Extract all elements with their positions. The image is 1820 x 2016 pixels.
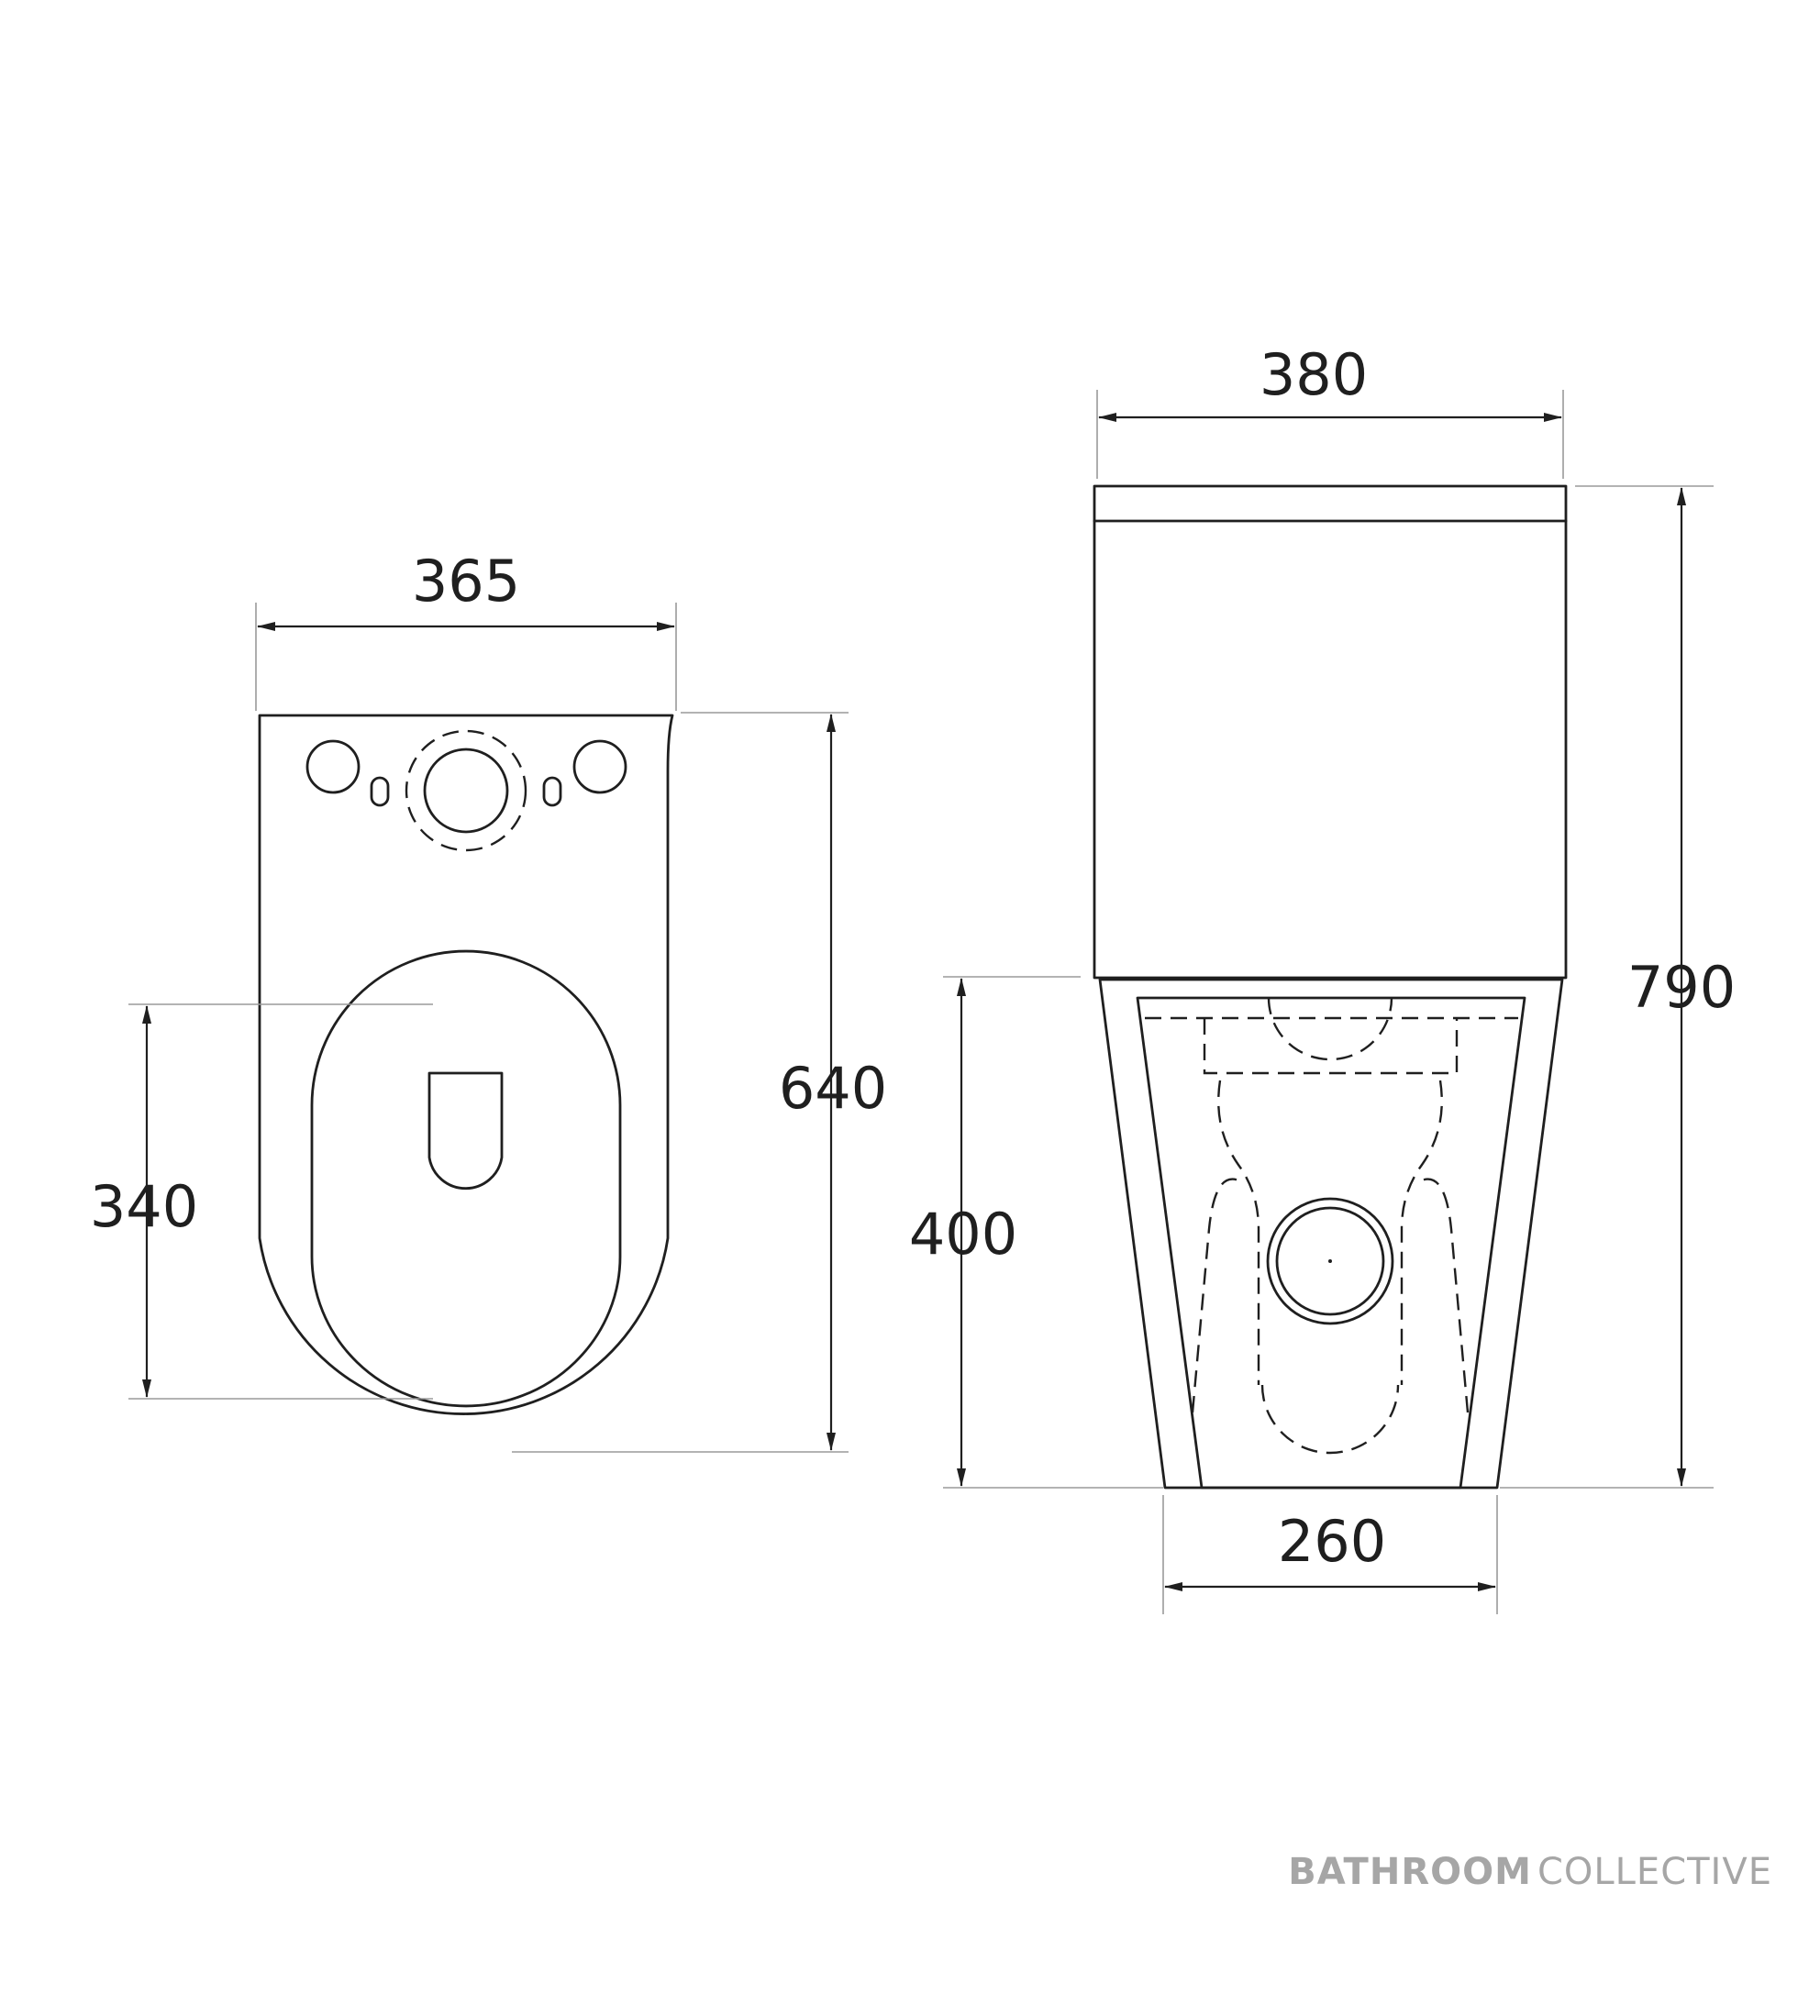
flush-button-outer-dashed xyxy=(405,729,527,852)
pan-inner-outline xyxy=(1136,996,1526,1490)
brand-secondary: COLLECTIVE xyxy=(1537,1851,1772,1893)
pan-outline xyxy=(1098,978,1564,1490)
dim-label-380: 380 xyxy=(1260,341,1368,408)
outlet-inner xyxy=(1275,1206,1385,1316)
outlet-outer xyxy=(1266,1197,1394,1325)
dim-label-260: 260 xyxy=(1278,1508,1386,1575)
cistern-outline xyxy=(1093,484,1568,980)
fixing-hole-left xyxy=(370,776,390,807)
tap-hole-right xyxy=(572,739,627,794)
front-view: 380 790 400 260 xyxy=(909,341,1736,1614)
flush-button-inner xyxy=(423,748,509,834)
dim-label-640: 640 xyxy=(779,1055,887,1122)
dim-label-400: 400 xyxy=(909,1201,1017,1268)
tap-hole-left xyxy=(305,739,361,794)
top-view-seat-slot xyxy=(427,1071,504,1191)
dim-label-340: 340 xyxy=(90,1173,198,1240)
top-view-seat-outline xyxy=(310,949,622,1408)
top-view-body-outline xyxy=(258,714,674,1415)
top-view: 365 640 340 xyxy=(90,548,887,1453)
fixing-hole-right xyxy=(542,776,562,807)
dim-label-365: 365 xyxy=(412,548,520,615)
brand-primary: BATHROOM xyxy=(1288,1851,1532,1893)
dim-label-790: 790 xyxy=(1627,954,1736,1021)
